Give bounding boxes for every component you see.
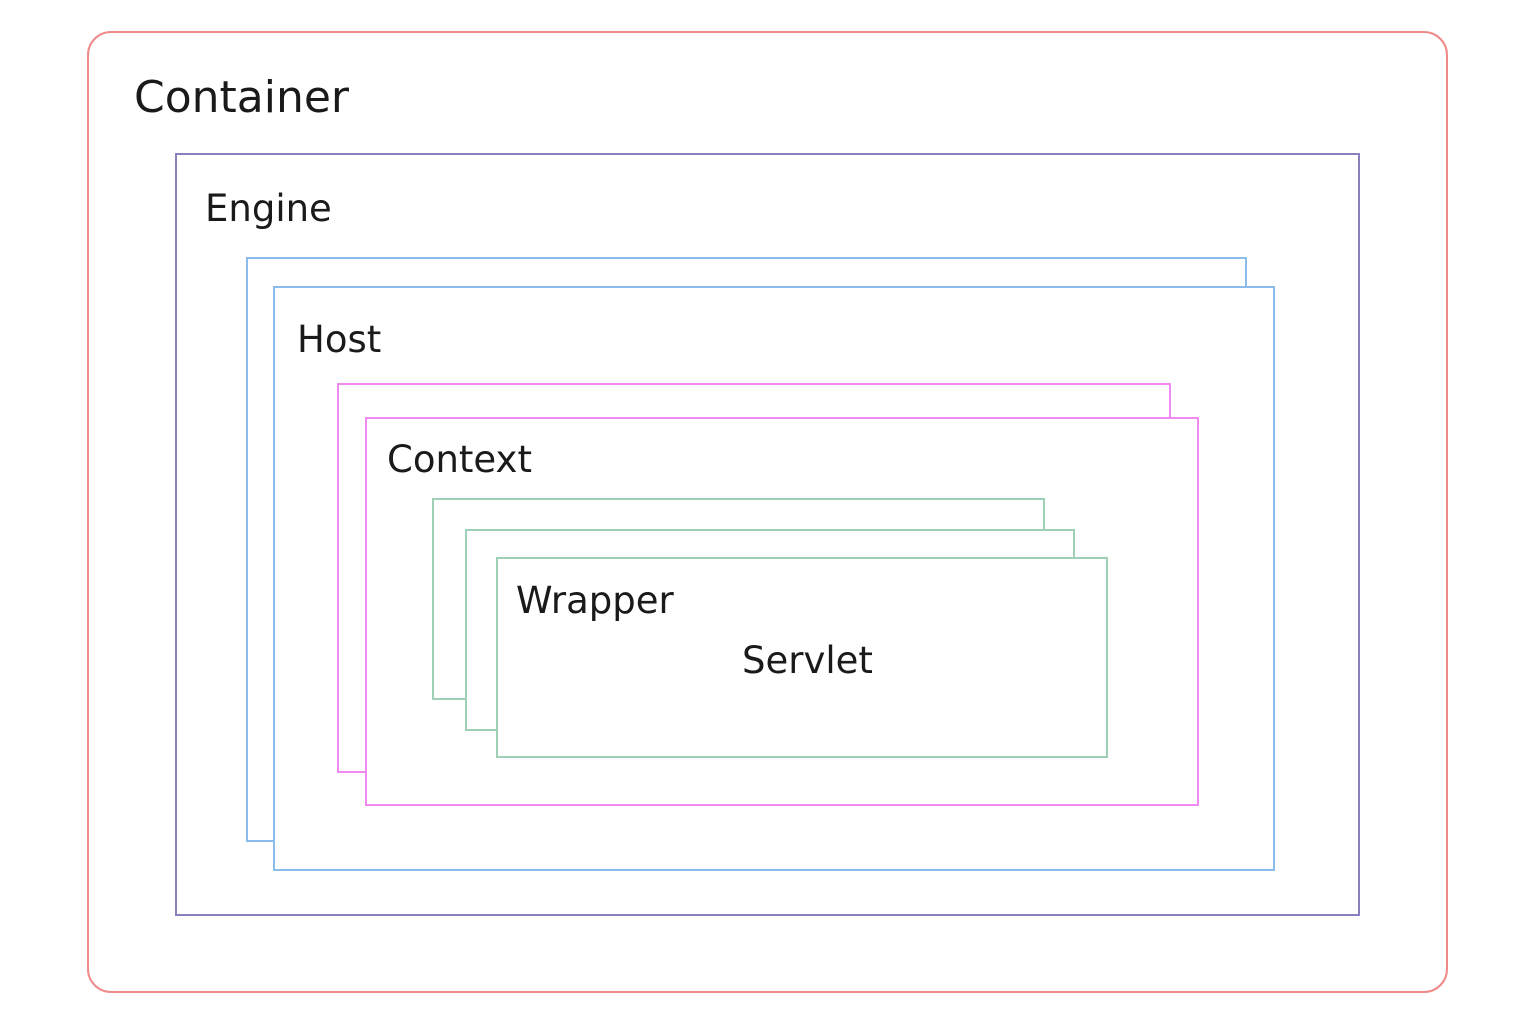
context-label: Context (387, 438, 532, 481)
engine-label: Engine (205, 187, 332, 230)
container-label: Container (134, 72, 350, 123)
servlet-label: Servlet (742, 639, 873, 682)
host-label: Host (297, 318, 382, 361)
wrapper-label: Wrapper (516, 579, 674, 622)
wrapper-box (496, 557, 1108, 758)
